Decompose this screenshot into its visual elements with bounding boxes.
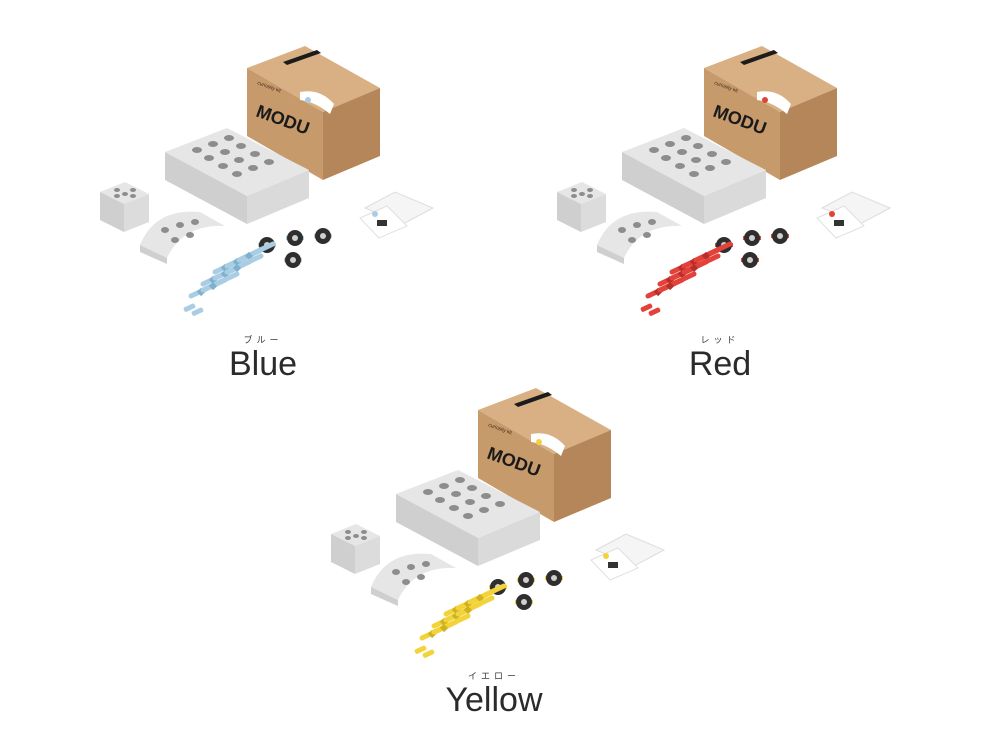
instruction-booklet [590, 533, 666, 581]
wheel-4 [284, 252, 302, 268]
foam-curve-block [371, 553, 456, 606]
axle-pin-3 [693, 241, 733, 263]
foam-curve-block [597, 211, 682, 264]
reading-blue: ブルー [243, 336, 283, 346]
wheel-3 [771, 228, 789, 244]
axle-pin-6 [455, 595, 495, 617]
caption-blue: ブルー Blue [203, 336, 323, 382]
wheel-3 [545, 570, 563, 586]
instruction-booklet [359, 191, 435, 239]
axle-pin-8 [200, 271, 240, 293]
cardboard-box [478, 388, 611, 522]
wheel-2 [286, 230, 304, 246]
short-pin-1 [183, 303, 196, 312]
foam-cube [331, 524, 380, 574]
wheel-2 [743, 230, 761, 246]
caption-yellow: イエロー Yellow [414, 672, 574, 718]
foam-board [396, 470, 540, 566]
wheel-2 [517, 572, 535, 588]
short-pin-2 [191, 307, 204, 316]
axle-pin-6 [681, 253, 721, 275]
short-pin-2 [648, 307, 661, 316]
foam-board [622, 128, 766, 224]
color-name-yellow: Yellow [445, 681, 543, 719]
axle-pin-8 [431, 613, 471, 635]
color-name-red: Red [688, 345, 752, 383]
short-pin-1 [640, 303, 653, 312]
axle-pin-8 [657, 271, 697, 293]
cardboard-box [247, 46, 380, 180]
color-name-blue: Blue [228, 345, 298, 383]
foam-cube [557, 182, 606, 232]
axle-pin-6 [224, 253, 264, 275]
foam-cube [100, 182, 149, 232]
foam-board [165, 128, 309, 224]
axle-pin-3 [467, 583, 507, 605]
axle-pin-3 [236, 241, 276, 263]
short-pin-1 [414, 645, 427, 654]
reading-yellow: イエロー [468, 672, 520, 682]
instruction-booklet [816, 191, 892, 239]
wheel-4 [741, 252, 759, 268]
caption-red: レッド Red [660, 336, 780, 382]
wheel-4 [515, 594, 533, 610]
foam-curve-block [140, 211, 225, 264]
reading-red: レッド [700, 336, 740, 346]
cardboard-box [704, 46, 837, 180]
short-pin-2 [422, 649, 435, 658]
wheel-3 [314, 228, 332, 244]
